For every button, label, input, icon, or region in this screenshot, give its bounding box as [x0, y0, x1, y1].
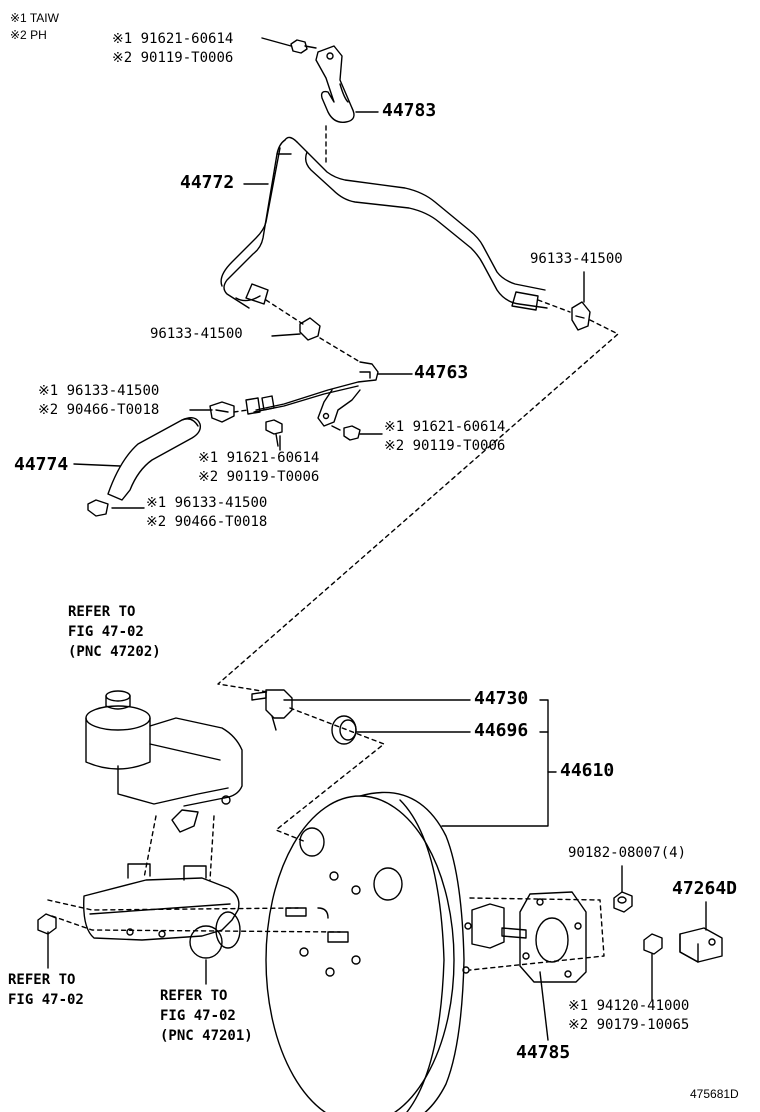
label-nut-bottom-2: ※2 90179-10065	[568, 1017, 690, 1033]
clamp-left-icon	[299, 317, 321, 341]
clamp-right-icon	[571, 301, 591, 331]
ref-left-1: REFER TO	[8, 972, 76, 988]
clamp-upper-icon	[209, 401, 235, 423]
dash-route-main	[217, 319, 619, 693]
dash-gasket-nut	[469, 897, 605, 971]
reservoir-icon	[85, 690, 243, 833]
label-bolt-right-1: ※1 91621-60614	[384, 419, 506, 435]
callout-47264D[interactable]: 47264D	[672, 878, 738, 899]
ref-master-3: (PNC 47201)	[160, 1028, 253, 1044]
label-top-bolt-2: ※2 90119-T0006	[112, 50, 234, 66]
nut-bottom-icon	[643, 933, 663, 955]
leader-44785	[539, 971, 549, 1041]
ref-reservoir-1: REFER TO	[68, 604, 136, 620]
hose-44774	[107, 417, 202, 501]
callout-clamp-right[interactable]: 96133-41500	[530, 251, 623, 267]
ref-reservoir-2: FIG 47-02	[68, 624, 144, 640]
pipe-44763	[245, 361, 379, 427]
top-bolt-icon	[290, 39, 317, 54]
label-clamp-upper-2: ※2 90466-T0018	[38, 402, 160, 418]
ref-left-2: FIG 47-02	[8, 992, 84, 1008]
label-clamp-lower-2: ※2 90466-T0018	[146, 514, 268, 530]
callout-nut-90182[interactable]: 90182-08007(4)	[568, 845, 687, 861]
callout-44730[interactable]: 44730	[474, 688, 529, 709]
label-bolt-mid-1: ※1 91621-60614	[198, 450, 320, 466]
check-valve-icon	[251, 689, 293, 731]
hose-44772	[220, 136, 548, 311]
dash-hose-clamp-left	[265, 299, 307, 327]
bracket-44783	[315, 45, 355, 123]
ref-reservoir[interactable]: REFER TO FIG 47-02 (PNC 47202)	[68, 602, 161, 662]
dash-clamp-upper-pipe	[233, 409, 249, 413]
callout-44610[interactable]: 44610	[560, 760, 615, 781]
bracket-44610	[441, 699, 549, 827]
callout-44763[interactable]: 44763	[414, 362, 469, 383]
mc-nut-icon	[37, 913, 57, 935]
callout-44774[interactable]: 44774	[14, 454, 69, 475]
grommet-icon	[331, 715, 357, 745]
callout-44783[interactable]: 44783	[382, 100, 437, 121]
clamp-lower-icon	[87, 499, 109, 517]
ref-left[interactable]: REFER TO FIG 47-02	[8, 970, 84, 1010]
dash-clamp-pipe	[319, 337, 361, 363]
legend-line-2: ※2 PH	[10, 28, 47, 42]
label-clamp-lower-1: ※1 96133-41500	[146, 495, 268, 511]
ref-master-2: FIG 47-02	[160, 1008, 236, 1024]
callout-44785[interactable]: 44785	[516, 1042, 571, 1063]
label-top-bolt-1: ※1 91621-60614	[112, 31, 234, 47]
callout-44696[interactable]: 44696	[474, 720, 529, 741]
dash-hose-clamp-right	[537, 299, 571, 313]
brake-booster-icon	[265, 791, 527, 1112]
dash-reservoir-mc-2	[209, 815, 215, 881]
leader-44774	[73, 463, 121, 467]
ref-master[interactable]: REFER TO FIG 47-02 (PNC 47201)	[160, 986, 253, 1046]
part-47264d-icon	[679, 927, 723, 963]
label-bolt-right-2: ※2 90119-T0006	[384, 438, 506, 454]
leader-clamp-left	[271, 333, 301, 337]
gasket-icon	[519, 891, 587, 983]
figure-id: 475681D	[690, 1087, 739, 1101]
legend: ※1 TAIW ※2 PH	[10, 12, 59, 41]
bolt-right-icon	[331, 425, 361, 441]
label-bolt-mid-2: ※2 90119-T0006	[198, 469, 320, 485]
callout-clamp-left[interactable]: 96133-41500	[150, 326, 243, 342]
legend-line-1: ※1 TAIW	[10, 11, 59, 25]
label-nut-bottom[interactable]: ※1 94120-41000 ※2 90179-10065	[568, 997, 689, 1035]
label-clamp-lower[interactable]: ※1 96133-41500 ※2 90466-T0018	[146, 494, 267, 532]
callout-44772[interactable]: 44772	[180, 172, 235, 193]
dash-mc-booster-2	[51, 915, 341, 933]
ref-master-1: REFER TO	[160, 988, 228, 1004]
ref-reservoir-3: (PNC 47202)	[68, 644, 161, 660]
leader-top-bolt	[261, 37, 292, 47]
label-bolt-right[interactable]: ※1 91621-60614 ※2 90119-T0006	[384, 418, 505, 456]
nut-90182-icon	[613, 891, 633, 913]
label-bolt-mid[interactable]: ※1 91621-60614 ※2 90119-T0006	[198, 449, 319, 487]
dash-valve-booster	[275, 707, 385, 843]
label-clamp-upper[interactable]: ※1 96133-41500 ※2 90466-T0018	[38, 382, 159, 420]
label-clamp-upper-1: ※1 96133-41500	[38, 383, 160, 399]
master-cylinder-icon	[83, 863, 241, 959]
dash-reservoir-mc-1	[143, 815, 157, 879]
bolt-mid-icon	[265, 419, 283, 447]
label-nut-bottom-1: ※1 94120-41000	[568, 998, 690, 1014]
label-top-bolt[interactable]: ※1 91621-60614 ※2 90119-T0006	[112, 30, 233, 68]
